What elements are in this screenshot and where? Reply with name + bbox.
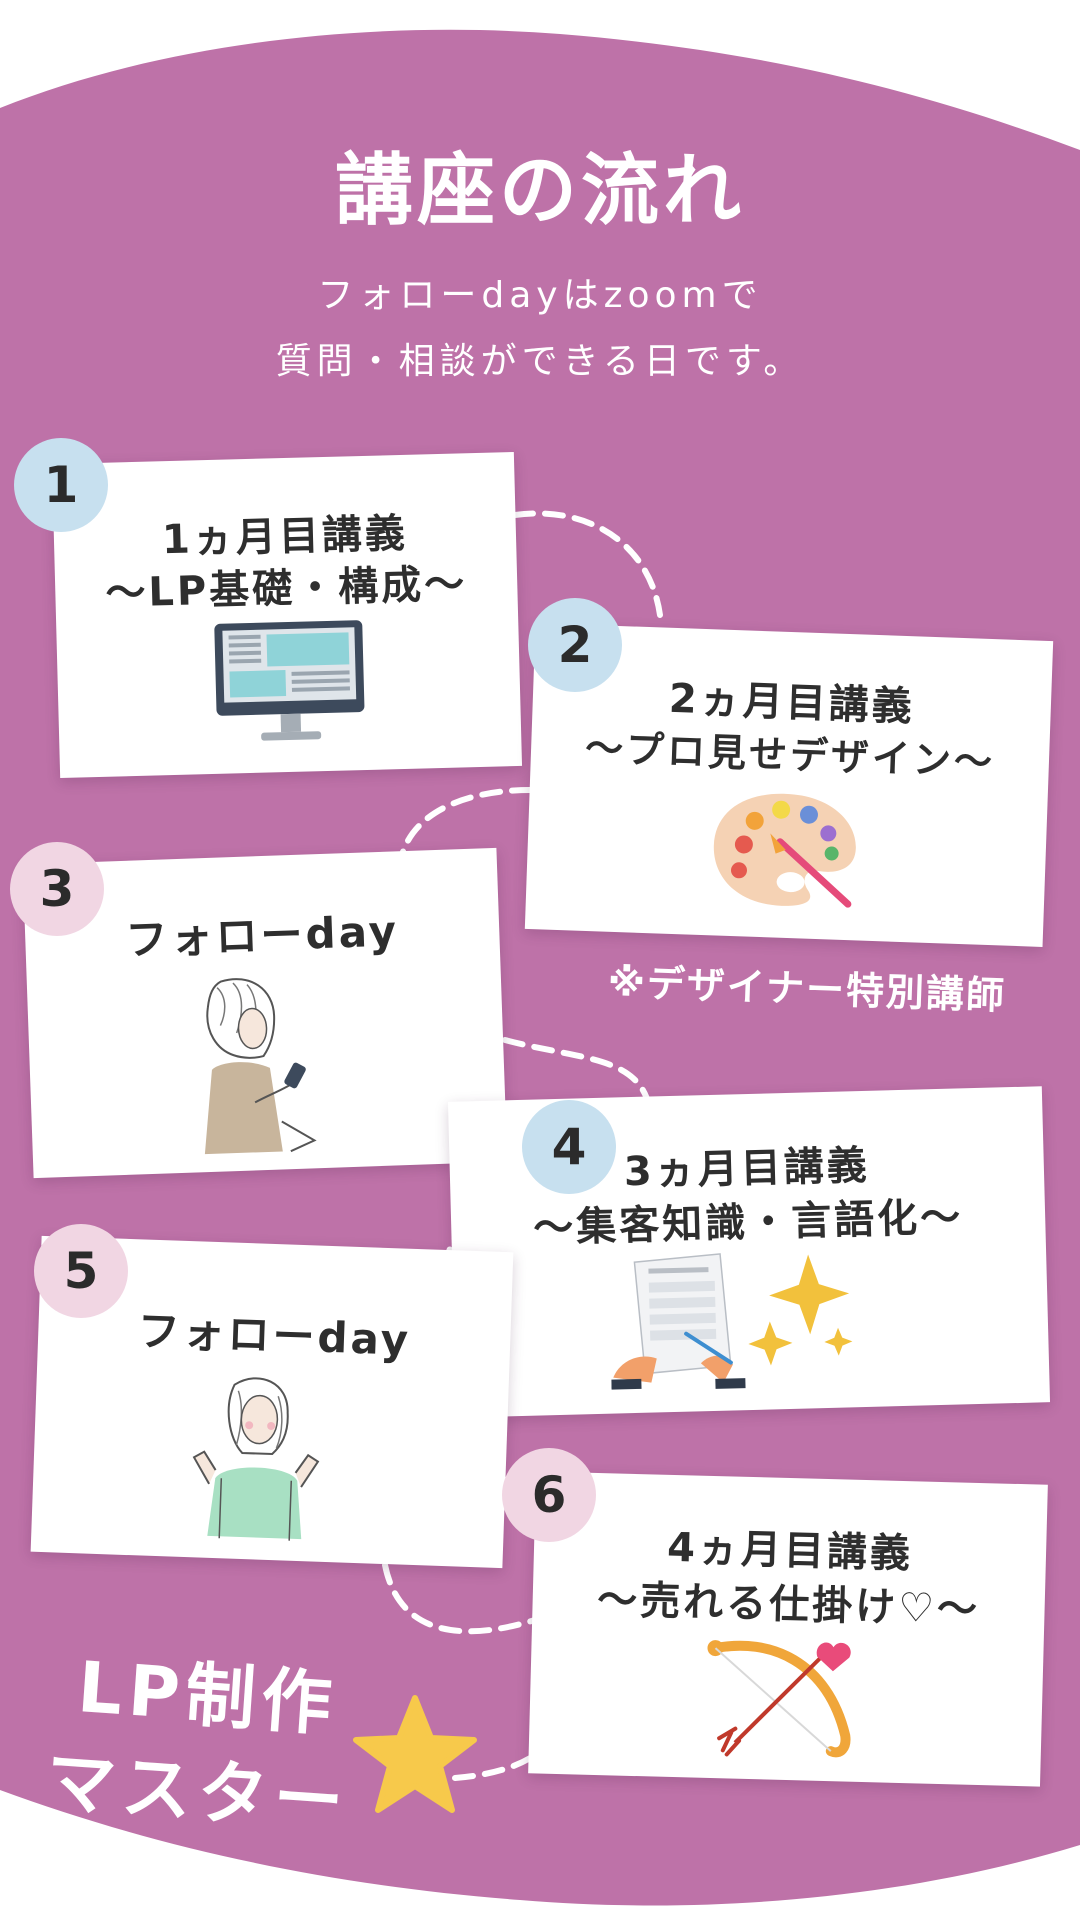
step-badge-3: 3 [10,842,104,936]
woman-with-phone-illustration [204,978,317,1155]
step-card-4: 3ヵ月目講義 〜集客知識・言語化〜 [447,1086,1051,1418]
star-icon [353,1695,477,1813]
step-badge-6: 6 [502,1448,596,1542]
woman-thumbs-up-illustration [192,1377,320,1541]
application-form-sparkles-icon [611,1253,853,1390]
step-card-3: フォローday [22,847,508,1179]
step-card-6: 4ヵ月目講義 〜売れる仕掛け♡〜 [528,1471,1048,1787]
step-badge-1: 1 [14,438,108,532]
step-card-5: フォローday [30,1235,514,1569]
palette-icon [713,793,856,908]
subtitle-line-1: フォローdayはzoomで [317,275,763,316]
step-6-subtitle: 〜売れる仕掛け♡〜 [596,1577,981,1634]
step-card-1: 1ヵ月目講義 〜LP基礎・構成〜 [51,452,523,778]
subtitle-line-2: 質問・相談ができる日です。 [275,341,805,382]
monitor-icon [214,620,365,741]
step-1-subtitle: 〜LP基礎・構成〜 [104,561,468,617]
step-badge-2: 2 [528,598,622,692]
step-badge-4: 4 [522,1100,616,1194]
step-card-2: 2ヵ月目講義 〜プロ見せデザイン〜 [524,623,1054,947]
page-title: 講座の流れ [334,145,745,236]
goal-line-2: マスター [43,1740,353,1844]
cupid-bow-icon [707,1640,851,1758]
step-badge-5: 5 [34,1224,128,1318]
